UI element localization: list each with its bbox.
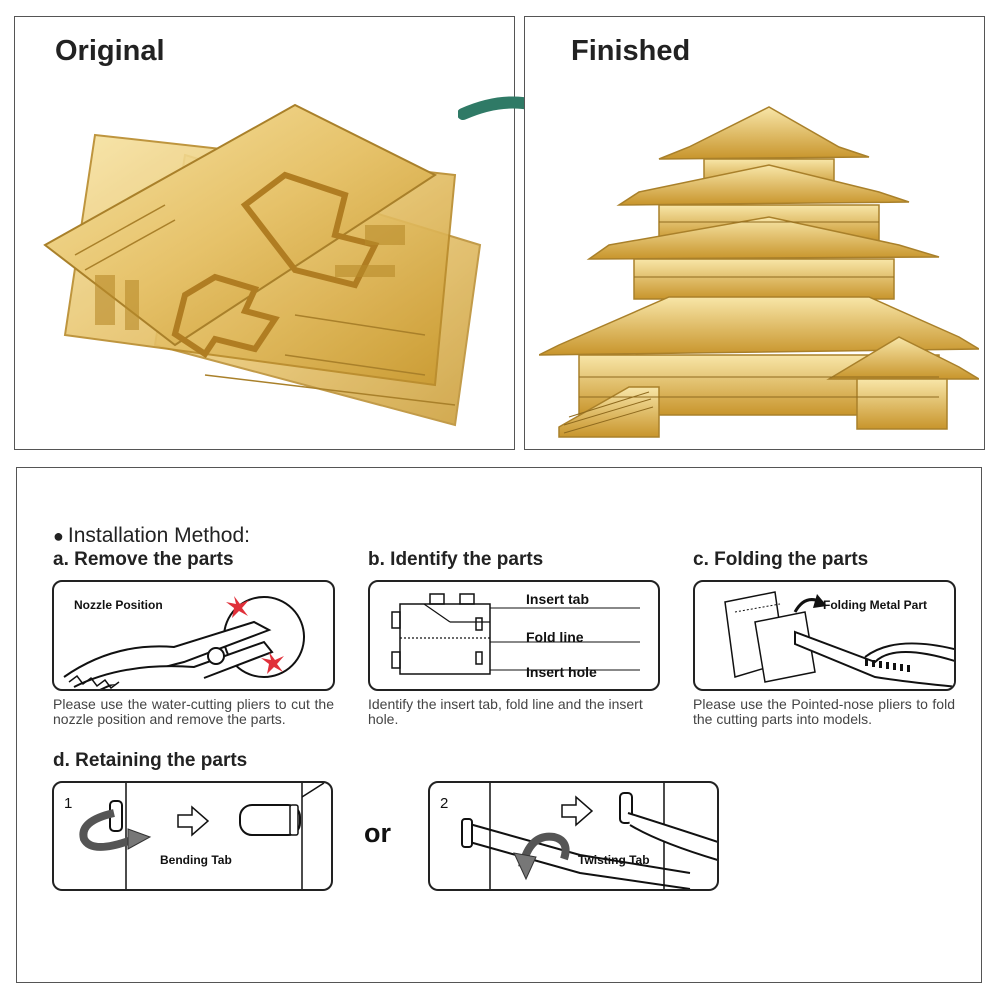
metal-sheets-image xyxy=(43,103,482,427)
step-b-desc: Identify the insert tab, fold line and t… xyxy=(368,696,643,727)
or-separator: or xyxy=(364,818,391,848)
insert-hole-label: Insert hole xyxy=(526,664,597,680)
step-b-card: Insert tab Fold line Insert hole xyxy=(368,580,660,691)
finished-pagoda-image xyxy=(539,106,979,438)
step-d-title: d. Retaining the parts xyxy=(53,750,248,771)
insert-tab-label: Insert tab xyxy=(526,591,590,607)
bending-tab-label: Bending Tab xyxy=(160,853,232,867)
step-b-title: b. Identify the parts xyxy=(368,549,544,570)
original-panel: Original xyxy=(14,16,515,450)
finished-title: Finished xyxy=(571,35,691,67)
twisting-tab-illustration xyxy=(461,783,717,889)
twist-arrow-icon xyxy=(518,832,570,869)
pointed-nose-pliers-illustration xyxy=(724,591,954,688)
twisting-tab-label: Twisting Tab xyxy=(578,853,650,867)
nozzle-position-label: Nozzle Position xyxy=(74,598,163,612)
step-c-desc: Please use the Pointed-nose pliers to fo… xyxy=(693,696,955,727)
step-d-option2-card: 2 Twisting Tab xyxy=(428,781,719,891)
step-a-desc: Please use the water-cutting pliers to c… xyxy=(53,696,334,727)
option2-number: 2 xyxy=(440,795,449,812)
bending-tab-illustration xyxy=(79,783,325,889)
step-d-option1-card: 1 Bending Tab xyxy=(52,781,333,891)
right-arrow-icon xyxy=(561,795,594,827)
step-c-card: Folding Metal Part xyxy=(693,580,956,691)
original-title: Original xyxy=(55,35,165,67)
right-arrow-icon xyxy=(177,805,210,837)
bend-arrow-icon xyxy=(79,809,136,851)
installation-heading: ●Installation Method: xyxy=(53,524,250,548)
step-a-card: Nozzle Position xyxy=(52,580,335,691)
step-a-title: a. Remove the parts xyxy=(53,549,234,570)
water-cutting-pliers-illustration xyxy=(63,596,305,689)
bullet-icon: ● xyxy=(53,526,64,546)
part-diagram-illustration xyxy=(391,593,640,675)
step-c-title: c. Folding the parts xyxy=(693,549,869,570)
nozzle-mark-icon xyxy=(226,596,249,618)
option1-number: 1 xyxy=(64,795,73,812)
fold-line-label: Fold line xyxy=(526,629,584,645)
folding-metal-part-label: Folding Metal Part xyxy=(823,598,928,612)
finished-panel: Finished xyxy=(524,16,985,450)
installation-heading-text: Installation Method: xyxy=(67,524,250,547)
installation-panel: ●Installation Method: a. Remove the part… xyxy=(16,467,982,983)
nozzle-mark-icon xyxy=(261,652,284,674)
